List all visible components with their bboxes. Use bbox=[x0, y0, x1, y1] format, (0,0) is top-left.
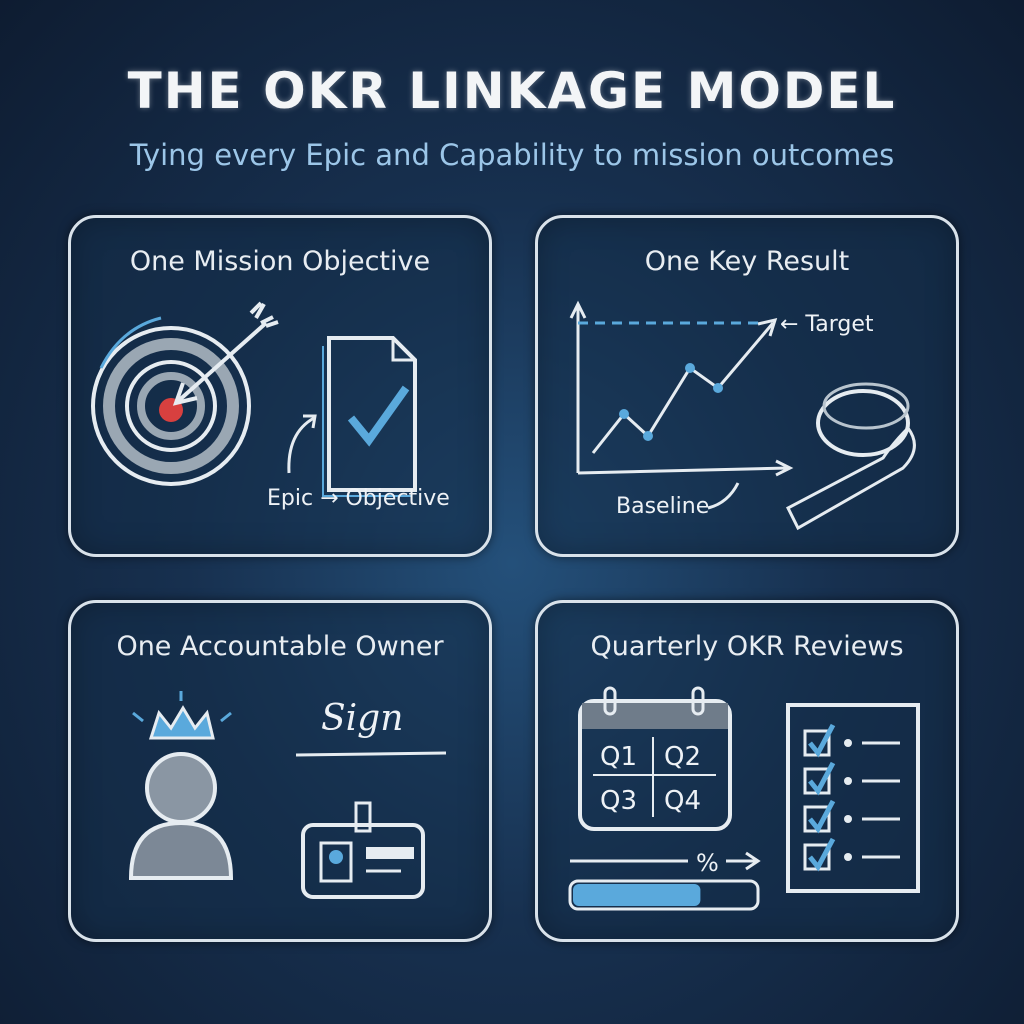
progress-fill bbox=[573, 884, 701, 906]
page-title: THE OKR LINKAGE MODEL bbox=[127, 62, 897, 120]
page-subtitle: Tying every Epic and Capability to missi… bbox=[129, 138, 895, 172]
document-check-icon bbox=[322, 336, 417, 497]
signature-line bbox=[295, 751, 447, 757]
quarter-q4: Q4 bbox=[664, 786, 701, 816]
epic-objective-caption: Epic → Objective bbox=[267, 486, 450, 511]
checklist-item bbox=[803, 761, 900, 796]
calendar-icon: Q1 Q2 Q3 Q4 % bbox=[568, 686, 920, 911]
checklist-icon bbox=[786, 703, 920, 893]
id-badge-icon bbox=[301, 801, 425, 899]
panel-title: One Mission Objective bbox=[129, 246, 431, 277]
baseline-label: Baseline bbox=[616, 494, 710, 519]
target-label: ← Target bbox=[780, 312, 874, 337]
panel-mission-objective: One Mission Objective Epic → Objective bbox=[68, 215, 492, 557]
panel-accountable-owner: One Accountable Owner Sign bbox=[68, 600, 492, 942]
crowned-person-icon bbox=[128, 691, 447, 899]
panel-key-result: One Key Result ← Target Baseline bbox=[535, 215, 959, 557]
quarter-q2: Q2 bbox=[664, 742, 701, 772]
panel-title: Quarterly OKR Reviews bbox=[590, 631, 904, 662]
tape-measure-icon bbox=[786, 382, 916, 531]
quarter-q3: Q3 bbox=[600, 786, 637, 816]
quarter-q1: Q1 bbox=[600, 742, 637, 772]
progress-bar-icon bbox=[568, 879, 760, 911]
target-arrow-icon bbox=[91, 301, 417, 497]
checklist-item bbox=[803, 799, 900, 834]
checklist-item bbox=[803, 837, 900, 872]
panel-quarterly-reviews: Quarterly OKR Reviews Q1 Q2 Q3 Q4 % bbox=[535, 600, 959, 942]
line-chart-icon bbox=[569, 300, 916, 531]
signature-icon: Sign bbox=[321, 698, 404, 739]
panel-title: One Accountable Owner bbox=[116, 631, 444, 662]
panel-title: One Key Result bbox=[644, 246, 850, 277]
checklist-item bbox=[803, 723, 900, 758]
percent-symbol: % bbox=[696, 849, 719, 877]
